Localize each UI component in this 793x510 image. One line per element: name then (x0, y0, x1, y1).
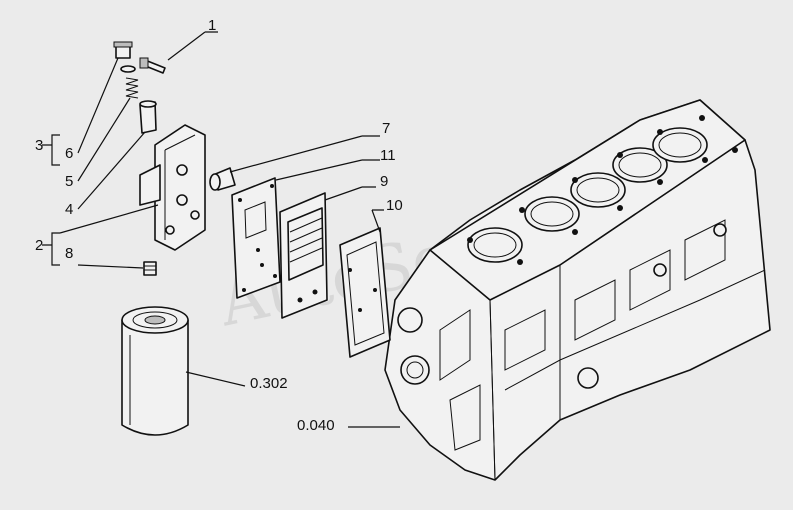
engine-block (384, 99, 771, 481)
gasket-11 (231, 177, 281, 299)
valve-4 (139, 100, 157, 134)
oil-filter (121, 306, 189, 436)
plug-7 (209, 167, 236, 191)
callout-0-302: 0.302 (250, 375, 288, 392)
callout-8: 8 (65, 245, 73, 262)
nipple-8 (143, 261, 157, 276)
callout-10: 10 (386, 197, 403, 214)
callout-1: 1 (208, 17, 216, 34)
gasket-10 (339, 227, 391, 358)
filter-support (139, 124, 206, 251)
callout-9: 9 (380, 173, 388, 190)
plug-6 (113, 41, 133, 59)
callout-2: 2 (35, 237, 43, 254)
o-ring (120, 65, 136, 73)
leader-lines (42, 31, 400, 428)
callout-0-040: 0.040 (297, 417, 335, 434)
callout-7: 7 (382, 120, 390, 137)
callout-3: 3 (35, 137, 43, 154)
callout-6: 6 (65, 145, 73, 162)
spring-5 (125, 77, 139, 99)
oil-cooler-9 (279, 192, 328, 319)
bolt-1 (139, 57, 166, 74)
callout-5: 5 (65, 173, 73, 190)
callout-11: 11 (380, 147, 396, 164)
callout-4: 4 (65, 201, 73, 218)
